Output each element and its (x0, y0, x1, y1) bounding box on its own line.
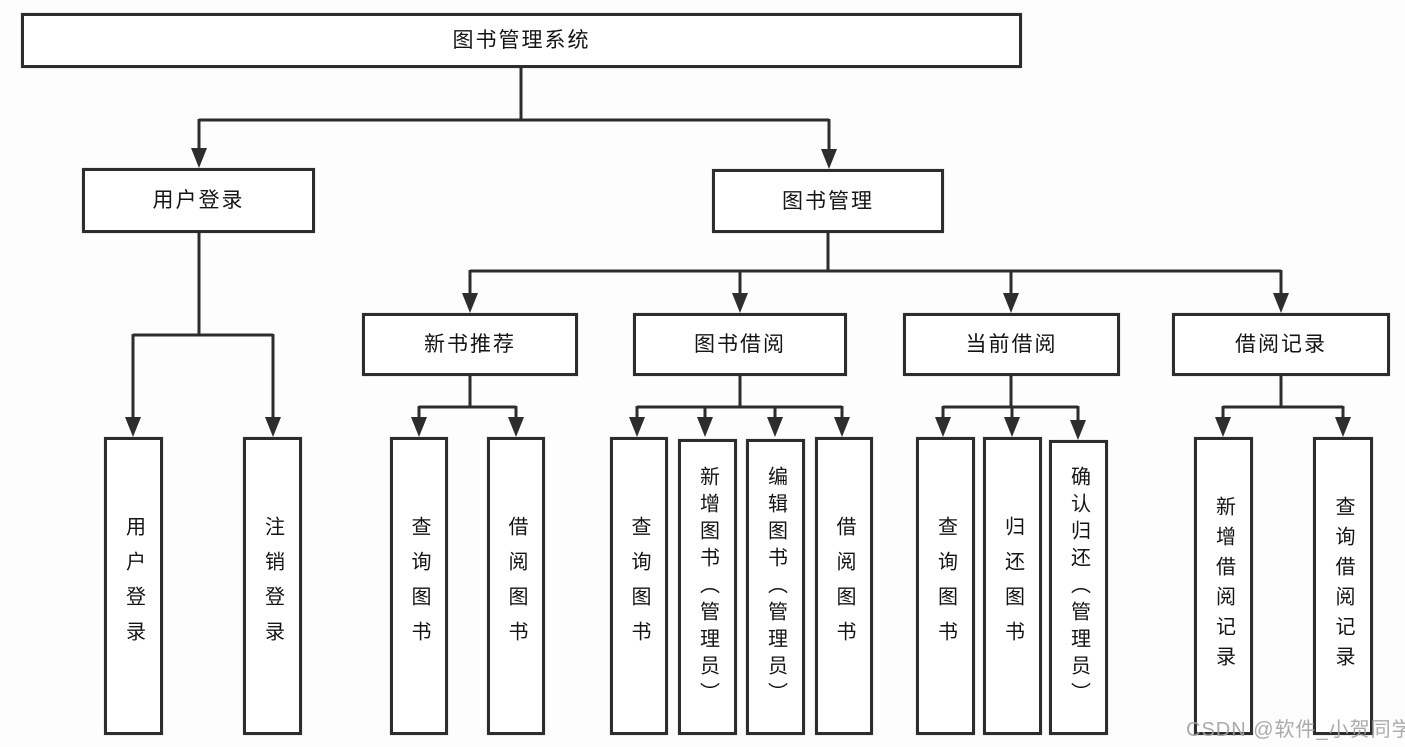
arrowheads-book-borrow (629, 417, 850, 437)
node-current-borrowing: 当前借阅 (903, 313, 1120, 376)
leaf-current-confirm-return-admin: 确认归还（管理员） (1049, 440, 1108, 735)
connector-new-book-rec-lines (417, 376, 518, 418)
leaf-newrec-query-books: 查询图书 (390, 437, 448, 735)
node-book-borrowing: 图书借阅 (633, 313, 847, 376)
connector-user-login (125, 233, 281, 437)
arrowheads-user-login (125, 417, 281, 437)
leaf-borrowing-add-books-admin: 新增图书（管理员） (678, 439, 737, 735)
leaf-records-add-record: 新增借阅记录 (1194, 437, 1253, 735)
connector-book-mgmt-lines (468, 233, 1283, 294)
arrowheads-book-mgmt (462, 293, 1289, 313)
connector-root-lines (197, 68, 831, 150)
leaf-records-query-record: 查询借阅记录 (1313, 437, 1373, 735)
leaf-logout: 注销登录 (243, 437, 302, 735)
connector-current-borrow (935, 376, 1086, 440)
arrowheads-root (191, 148, 837, 169)
leaf-borrowing-edit-books-admin: 编辑图书（管理员） (746, 439, 805, 735)
node-borrowing-records: 借阅记录 (1172, 313, 1390, 376)
leaf-borrowing-query-books: 查询图书 (610, 437, 668, 735)
connector-current-borrow-lines (941, 376, 1080, 421)
connector-borrow-records (1215, 376, 1351, 437)
connector-book-borrow-lines (635, 376, 844, 418)
arrowheads-borrow-records (1215, 417, 1351, 437)
arrowheads-new-book-rec (411, 417, 524, 437)
leaf-borrowing-borrow-books: 借阅图书 (815, 437, 873, 735)
connector-borrow-records-lines (1221, 376, 1345, 418)
connector-new-book-rec (411, 376, 524, 437)
connector-user-login-lines (131, 233, 275, 418)
connector-root (191, 68, 837, 169)
node-new-book-recommend: 新书推荐 (362, 313, 578, 376)
leaf-current-query-books: 查询图书 (916, 437, 975, 735)
leaf-user-login: 用户登录 (104, 437, 163, 735)
node-root-system: 图书管理系统 (21, 13, 1022, 68)
leaf-current-return-books: 归还图书 (983, 437, 1042, 735)
csdn-watermark: CSDN @软件_小贺同学 (1186, 719, 1405, 741)
node-book-management: 图书管理 (712, 169, 944, 233)
node-user-login: 用户登录 (82, 168, 315, 233)
connector-book-borrow (629, 376, 850, 437)
leaf-newrec-borrow-books: 借阅图书 (487, 437, 545, 735)
connector-book-mgmt (462, 233, 1289, 313)
